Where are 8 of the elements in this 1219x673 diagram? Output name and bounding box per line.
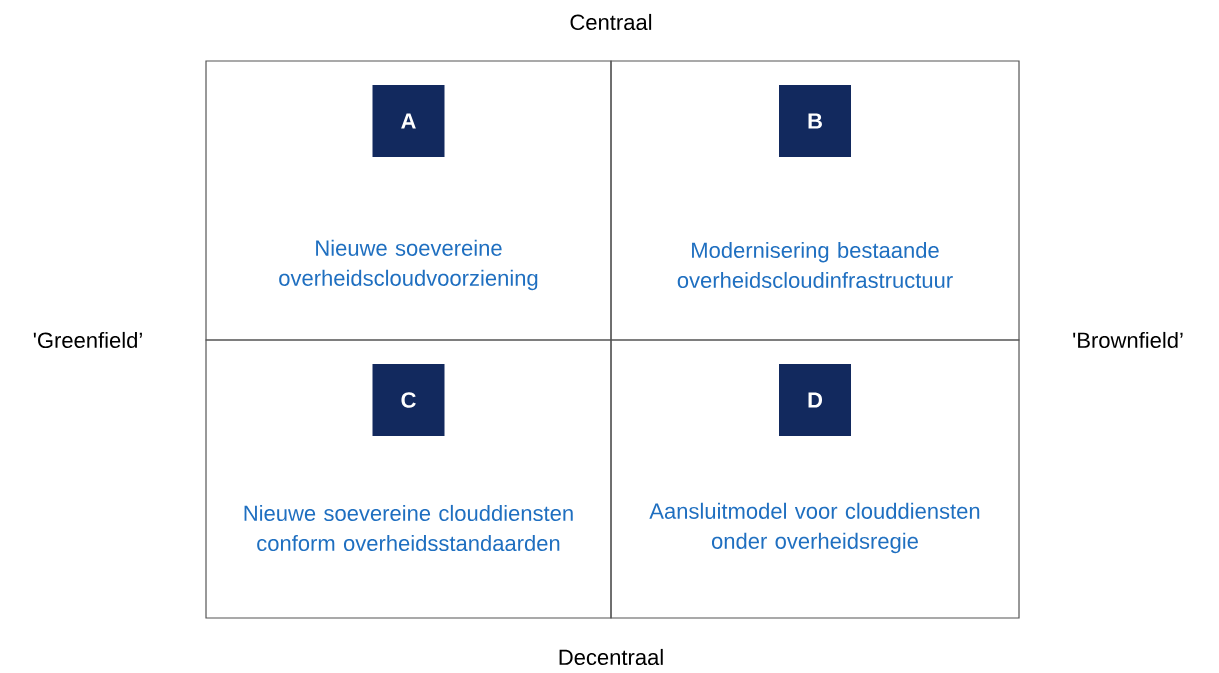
axis-label: Centraal (570, 13, 652, 31)
axis-label: 'Brownfield’ (1073, 331, 1183, 349)
axis-label: 'Greenfield’ (33, 331, 142, 349)
letter-box: D (779, 364, 851, 436)
letter-box: A (372, 85, 445, 157)
letter-box: B (779, 85, 851, 157)
letter-box: C (372, 364, 445, 436)
axis-label: Decentraal (559, 648, 663, 666)
